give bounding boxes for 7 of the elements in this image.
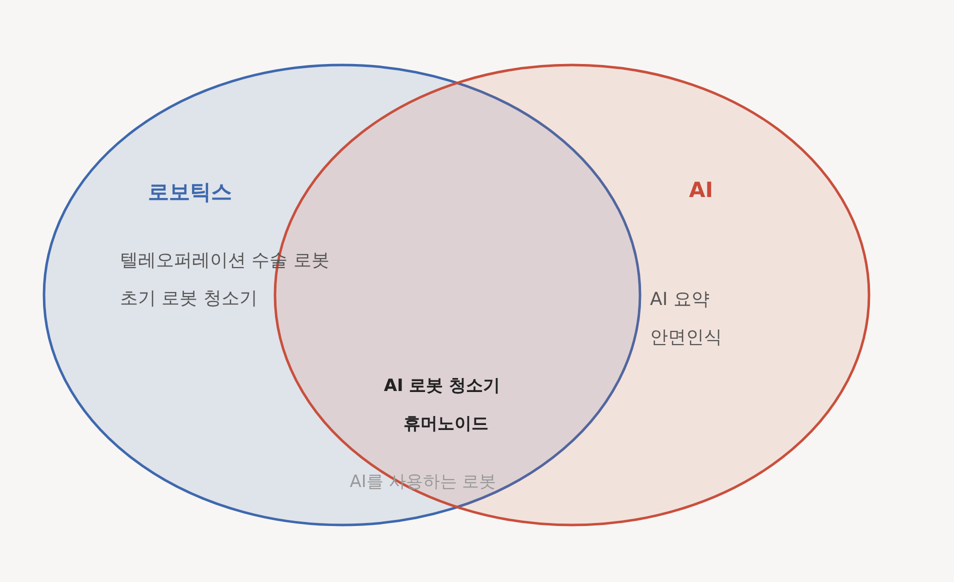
- overlap-item: 휴머노이드: [404, 413, 488, 435]
- set-item: AI 요약: [650, 288, 710, 311]
- overlap-item: AI 로봇 청소기: [384, 375, 500, 397]
- set-heading: AI: [688, 178, 714, 202]
- set-item: 초기 로봇 청소기: [120, 287, 258, 310]
- set-item: 안면인식: [650, 326, 722, 349]
- set-heading: 로보틱스: [148, 179, 232, 206]
